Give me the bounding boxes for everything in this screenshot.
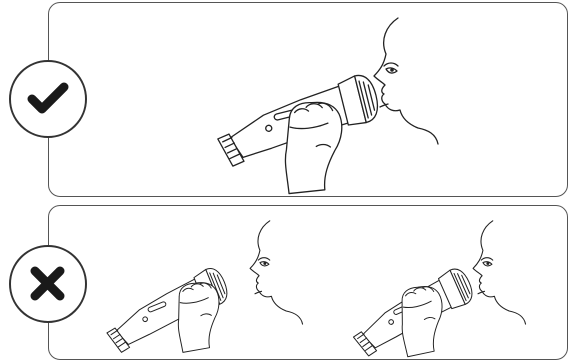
wrong-scene-far — [99, 221, 303, 355]
correct-scene — [211, 18, 438, 194]
face-profile-far — [250, 221, 302, 324]
face-profile-close — [473, 221, 525, 324]
face-profile-correct — [374, 18, 438, 144]
wrong-scene-close — [345, 221, 526, 359]
